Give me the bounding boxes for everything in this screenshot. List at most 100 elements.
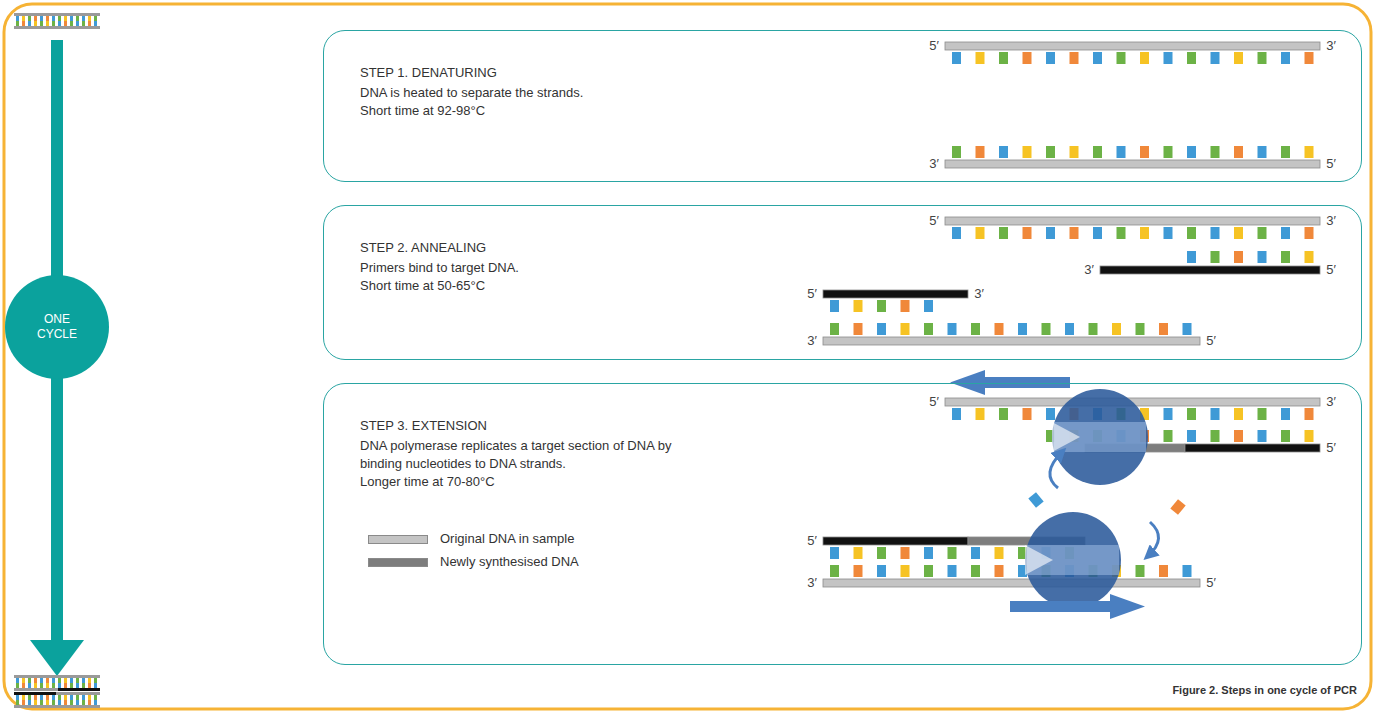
nucleotide	[1281, 251, 1290, 263]
nucleotide	[830, 300, 839, 312]
nucleotide	[1258, 227, 1267, 239]
nucleotide	[924, 300, 933, 312]
nucleotide	[1023, 227, 1032, 239]
icon-base	[22, 695, 25, 700]
icon-base	[64, 21, 67, 26]
icon-base	[34, 695, 37, 700]
dna-polymerase	[1052, 389, 1148, 485]
insertion-arrow	[1148, 522, 1159, 556]
nucleotide	[1281, 227, 1290, 239]
icon-base	[22, 678, 25, 683]
icon-base	[76, 16, 79, 21]
strand-end-label: 5′	[807, 287, 817, 301]
nucleotide	[976, 52, 985, 64]
dna-bases	[830, 300, 933, 312]
polymerase-notch	[1025, 545, 1053, 575]
strand-end-label: 5′	[1326, 157, 1336, 171]
icon-base	[16, 16, 19, 21]
nucleotide	[1046, 408, 1055, 420]
nucleotide	[948, 323, 957, 335]
nucleotide	[1258, 52, 1267, 64]
icon-base	[52, 678, 55, 683]
dna-icon	[14, 675, 100, 691]
nucleotide	[1281, 146, 1290, 158]
icon-base	[88, 700, 91, 705]
nucleotide	[971, 547, 980, 559]
icon-base	[34, 683, 37, 688]
cycle-label: ONE CYCLE	[27, 312, 87, 342]
icon-base	[28, 683, 31, 688]
nucleotide	[1211, 430, 1220, 442]
strand-end-label: 3′	[1084, 263, 1094, 277]
nucleotide	[1023, 146, 1032, 158]
nucleotide	[1187, 146, 1196, 158]
icon-base	[88, 683, 91, 688]
nucleotide	[1065, 323, 1074, 335]
icon-base	[58, 16, 61, 21]
icon-base	[16, 21, 19, 26]
dna-bases	[830, 565, 1192, 577]
nucleotide	[1183, 323, 1192, 335]
icon-backbone	[14, 675, 100, 678]
nucleotide	[901, 323, 910, 335]
icon-base	[82, 700, 85, 705]
nucleotide	[1093, 227, 1102, 239]
nucleotide	[1281, 430, 1290, 442]
nucleotide	[1187, 251, 1196, 263]
icon-new-strand	[58, 688, 100, 691]
nucleotide	[995, 565, 1004, 577]
legend-swatch	[368, 558, 428, 567]
nucleotide	[854, 323, 863, 335]
nucleotide	[1187, 408, 1196, 420]
nucleotide	[1164, 52, 1173, 64]
nucleotide	[901, 547, 910, 559]
dna-bases	[952, 52, 1314, 64]
nucleotide	[1258, 251, 1267, 263]
free-nucleotide	[1170, 499, 1185, 515]
icon-base	[28, 21, 31, 26]
strand-end-label: 5′	[1326, 263, 1336, 277]
icon-base	[40, 695, 43, 700]
icon-base	[16, 683, 19, 688]
nucleotide	[995, 323, 1004, 335]
dna-backbone	[945, 217, 1320, 225]
nucleotide	[1093, 146, 1102, 158]
nucleotide	[1046, 146, 1055, 158]
icon-base	[94, 16, 97, 21]
icon-base	[76, 678, 79, 683]
figure-caption: Figure 2. Steps in one cycle of PCR	[1172, 684, 1357, 696]
nucleotide	[971, 323, 980, 335]
legend-row: Newly synthesised DNA	[368, 553, 579, 571]
dna-bases	[952, 227, 1314, 239]
icon-base	[46, 16, 49, 21]
nucleotide	[1136, 323, 1145, 335]
icon-base	[22, 16, 25, 21]
nucleotide	[1140, 146, 1149, 158]
direction-arrow	[1110, 594, 1145, 619]
dna-polymerase	[1025, 512, 1121, 608]
nucleotide	[901, 300, 910, 312]
cycle-circle: ONE CYCLE	[5, 275, 109, 379]
nucleotide	[1046, 227, 1055, 239]
icon-backbone	[14, 705, 100, 708]
icon-base	[82, 683, 85, 688]
icon-base	[34, 16, 37, 21]
nucleotide	[1183, 565, 1192, 577]
nucleotide	[901, 565, 910, 577]
step-description: Primers bind to target DNA.	[360, 259, 1341, 277]
icon-base	[46, 683, 49, 688]
icon-base	[40, 678, 43, 683]
icon-base	[82, 695, 85, 700]
icon-base	[52, 695, 55, 700]
nucleotide	[877, 565, 886, 577]
icon-base	[94, 695, 97, 700]
nucleotide	[1023, 408, 1032, 420]
icon-base	[76, 700, 79, 705]
icon-base	[76, 695, 79, 700]
icon-base	[70, 21, 73, 26]
icon-base	[46, 700, 49, 705]
icon-base	[34, 678, 37, 683]
nucleotide	[1187, 52, 1196, 64]
icon-new-strand	[14, 692, 56, 695]
strand-end-label: 5′	[929, 395, 939, 409]
